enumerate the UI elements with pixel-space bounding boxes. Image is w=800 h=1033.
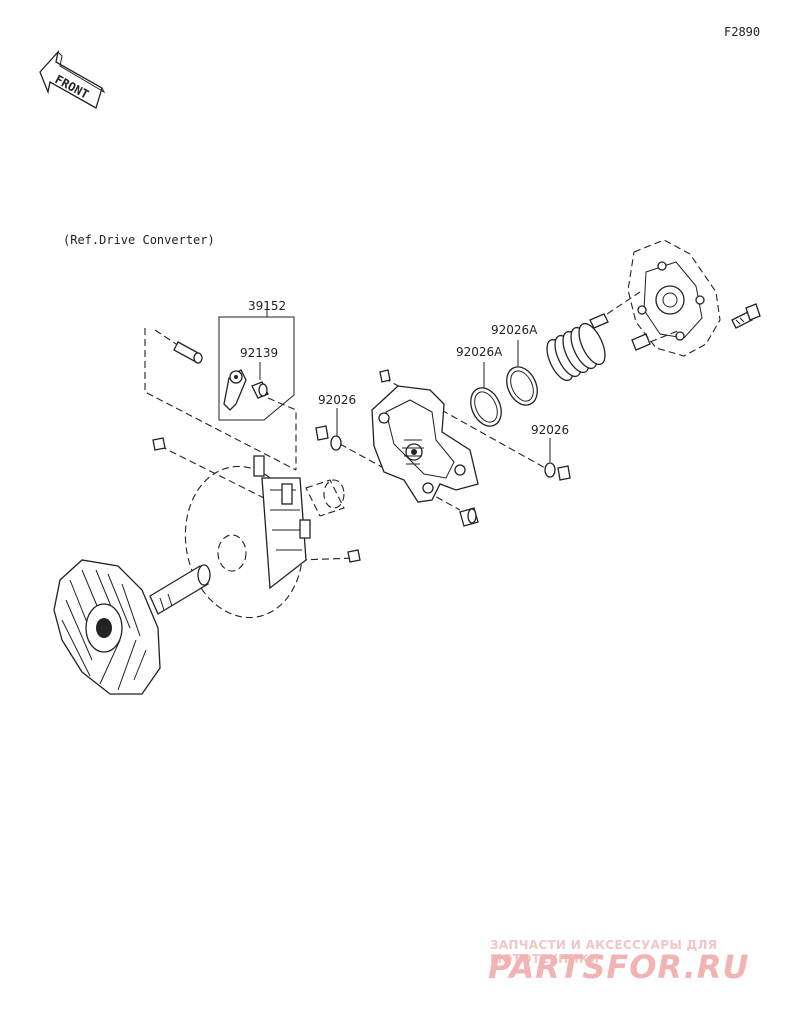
washer-92026-right-part [544, 462, 556, 478]
lever-arm-part [223, 369, 247, 411]
callout-92026A-2-group: 92026A [491, 323, 538, 406]
callout-92139: 92139 [240, 346, 278, 360]
pin-right-top-part [589, 313, 609, 329]
o-ring-1-part [470, 387, 502, 427]
roller-cylinder-part [305, 479, 345, 517]
callout-39152: 39152 [248, 299, 286, 313]
callout-92026A-first: 92026A [456, 345, 503, 359]
nut-right-part [557, 465, 571, 481]
fixed-sheave-part [53, 559, 211, 695]
callout-92026-left: 92026 [318, 393, 356, 407]
nut-left-part [315, 425, 329, 441]
pin-left-part [173, 341, 203, 364]
callout-92026-left-group: 92026 [315, 393, 356, 451]
nut-lower-part [347, 549, 361, 563]
bolt-right-part [731, 303, 761, 329]
spacer-part [459, 507, 479, 527]
small-bolt-left-part [152, 437, 166, 451]
pin-right-bottom-part [631, 333, 651, 351]
reference-note: (Ref.Drive Converter) [63, 233, 215, 247]
movable-sheave-part [184, 455, 311, 619]
callout-39152-group: 39152 92139 [218, 299, 295, 421]
callout-92026A-second: 92026A [491, 323, 538, 337]
cover-plate-part [627, 239, 721, 357]
pin-92139-part [251, 381, 269, 399]
figure-code: F2890 [724, 25, 760, 39]
callout-92026-right-group: 92026 [531, 423, 571, 481]
bolt-spider-top-part [379, 369, 391, 383]
watermark-tagline: ЗАПЧАСТИ И АКСЕССУАРЫ ДЛЯ МОТОТЕХНИКИ [490, 938, 718, 966]
callout-92026A-1-group: 92026A [456, 345, 503, 427]
washer-92026-left-part [330, 435, 342, 451]
spider-plate-part [371, 385, 479, 503]
front-arrow-icon: FRONT [39, 49, 106, 109]
o-ring-2-part [506, 366, 538, 406]
watermark-brand: PARTSFOR.RU [488, 948, 750, 986]
spring-part [546, 322, 606, 382]
callout-92026-right: 92026 [531, 423, 569, 437]
